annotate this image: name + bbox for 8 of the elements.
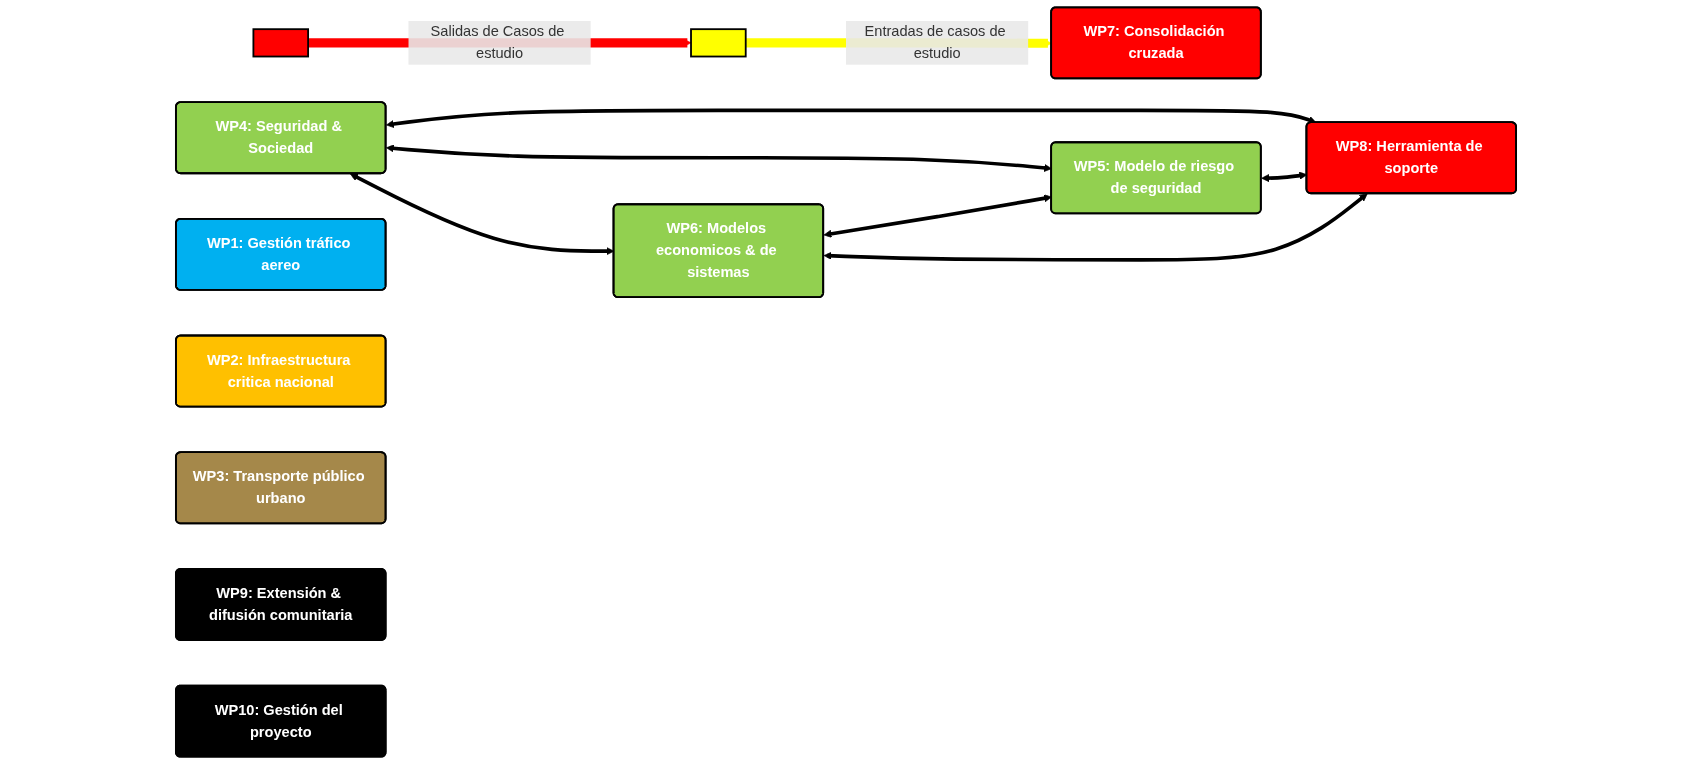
node-box [690,28,747,58]
arrow [823,193,1368,262]
arrow [386,144,1052,172]
arrow [823,194,1052,238]
arrow [386,108,1317,128]
edge-label: Salidas de Casos de estudio [430,23,565,62]
edge-label: Entradas de casos de estudio [864,23,1006,62]
node-box [252,28,309,58]
